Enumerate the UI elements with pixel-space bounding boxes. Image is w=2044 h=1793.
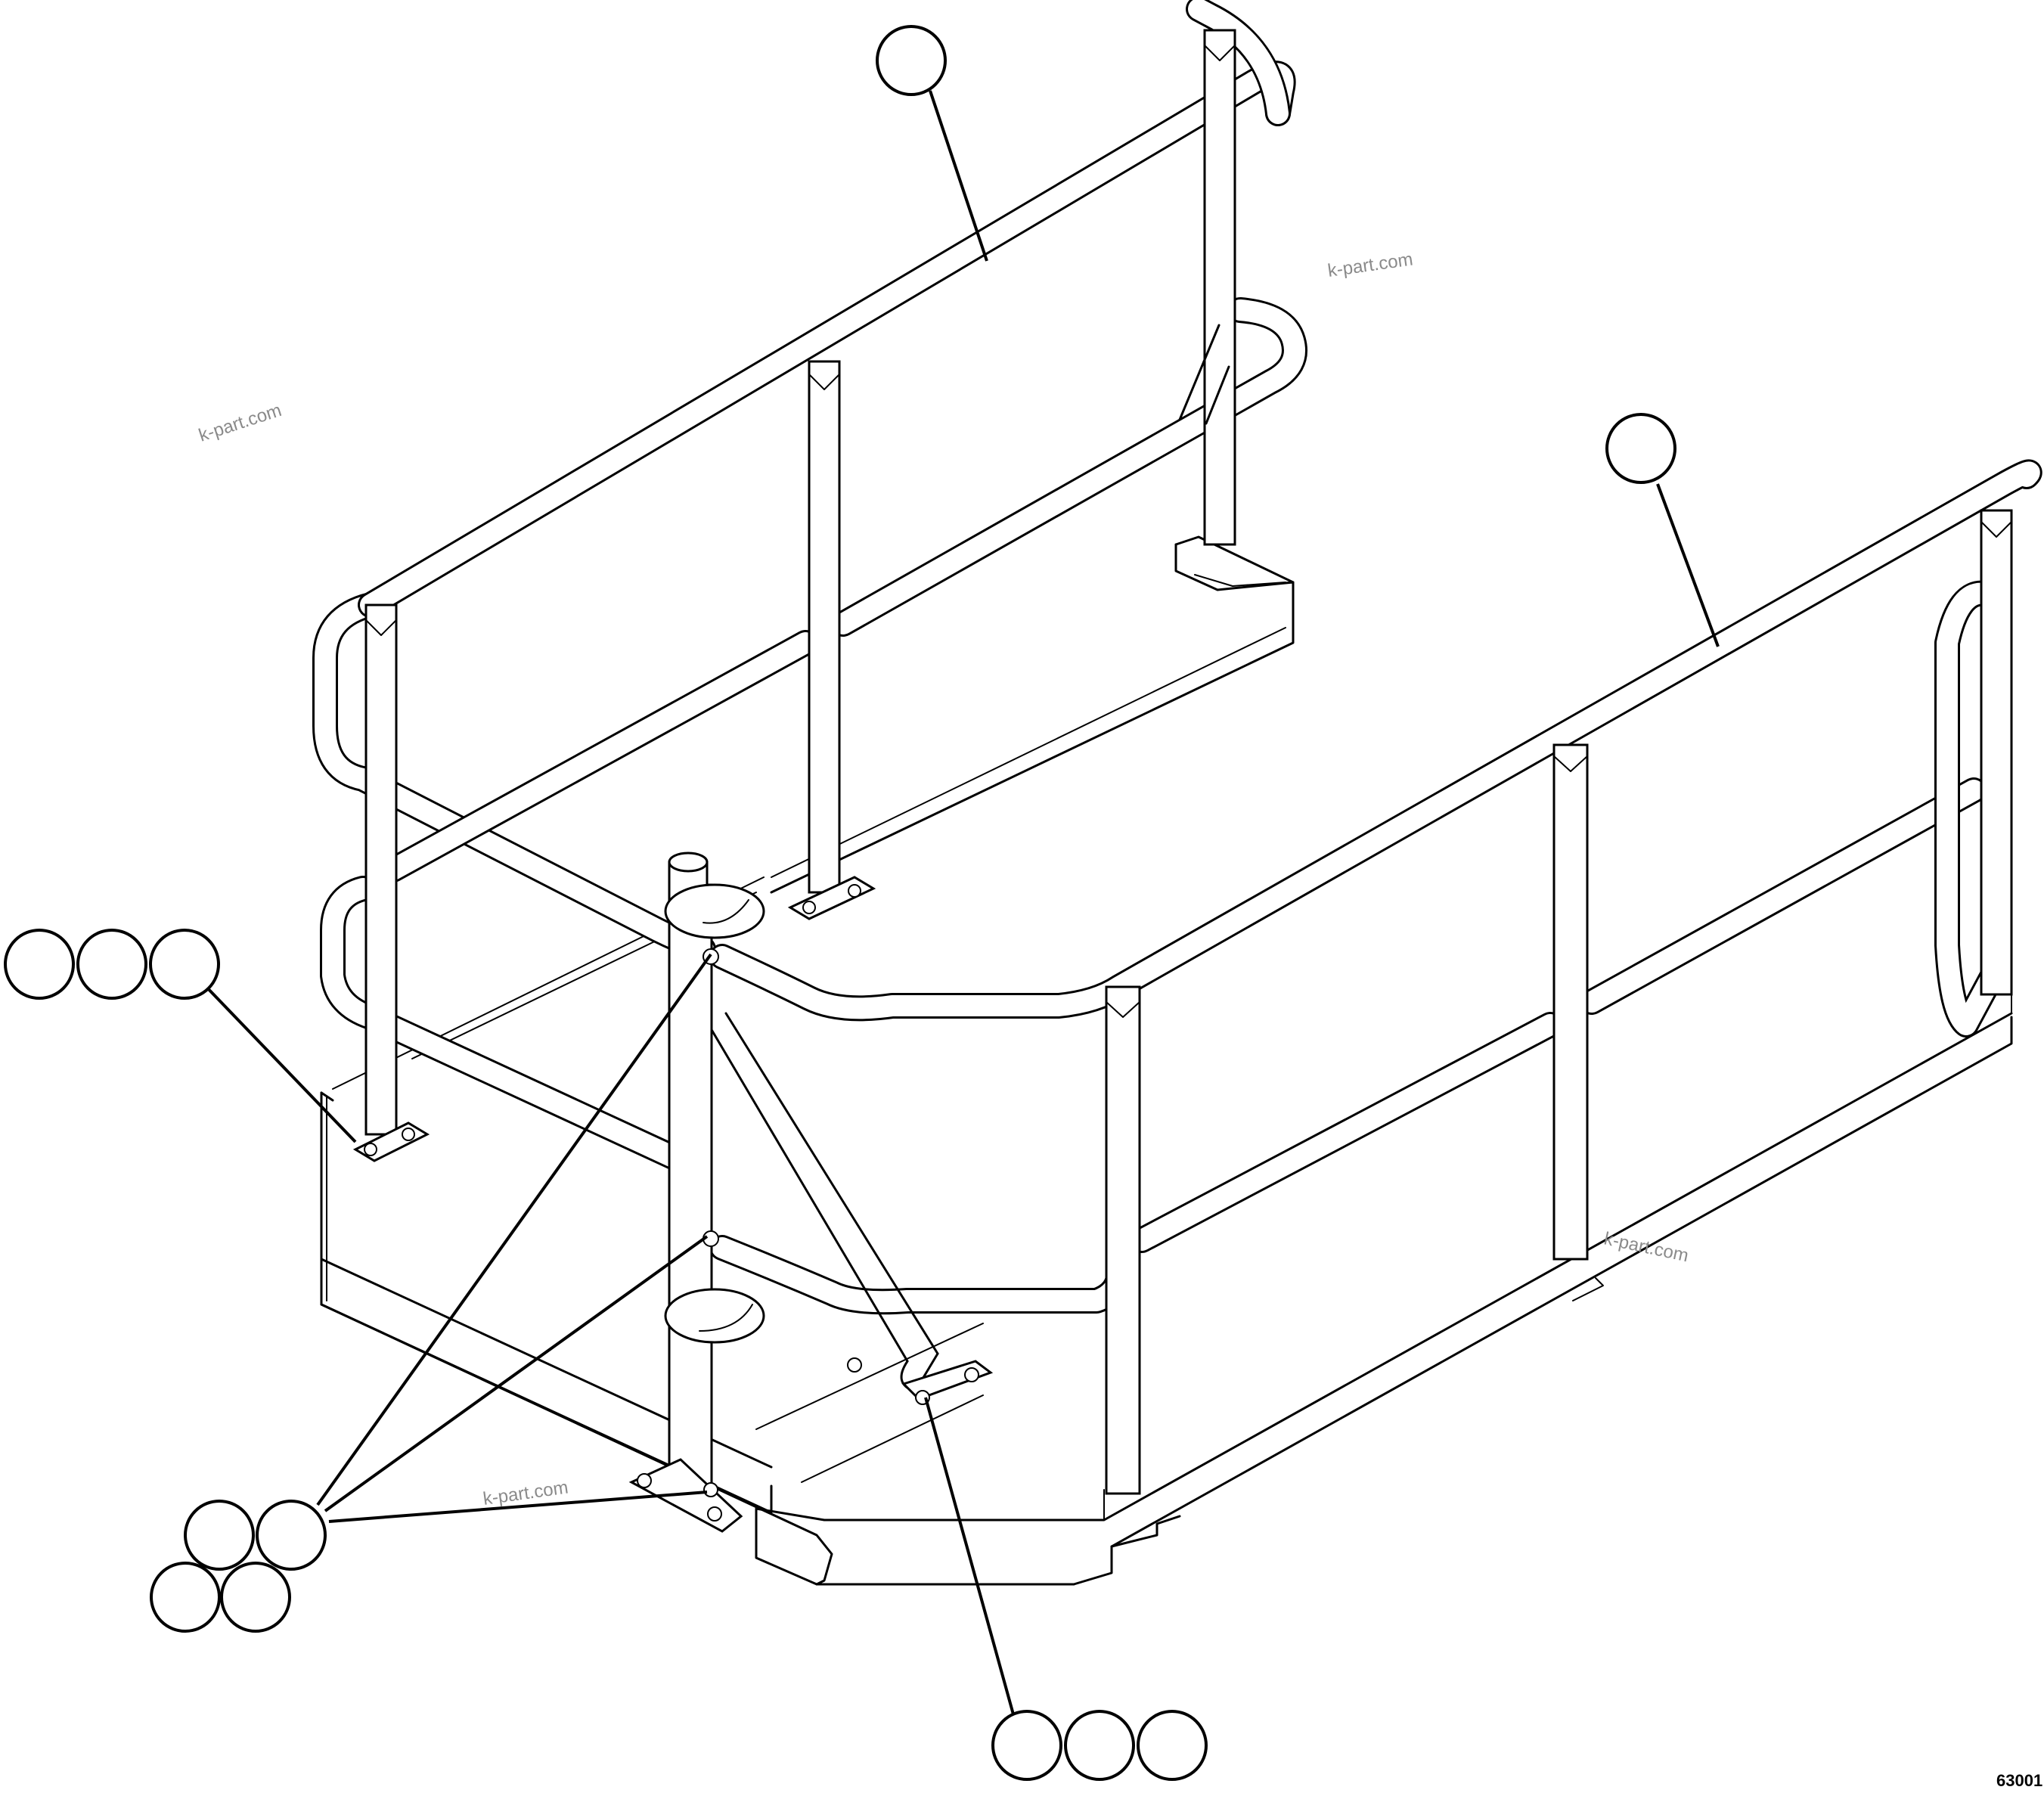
upper-handrail	[312, 0, 1307, 1170]
item-balloon	[1137, 1710, 1208, 1781]
gate-post	[628, 852, 994, 1533]
balloon-group-gate-hinges	[150, 1500, 327, 1633]
item-balloon	[991, 1710, 1062, 1781]
item-balloon	[149, 929, 220, 1000]
item-balloon	[184, 1500, 255, 1571]
item-balloon	[1605, 413, 1676, 484]
balloon-group-left-post-bolts	[4, 929, 220, 1000]
item-balloon	[876, 25, 947, 96]
watermark: k-part.com	[1602, 1228, 1690, 1266]
balloon-group-right-handrail	[1605, 413, 1676, 484]
item-balloon	[150, 1562, 221, 1633]
item-balloon	[220, 1562, 291, 1633]
item-balloon	[256, 1500, 327, 1571]
item-balloon	[76, 929, 147, 1000]
balloon-group-base-plate-bolts	[991, 1710, 1208, 1781]
item-balloon	[1064, 1710, 1135, 1781]
balloon-group-top-handrail	[876, 25, 947, 96]
watermark: k-part.com	[197, 400, 284, 446]
right-handrail	[709, 459, 2042, 1495]
watermark: k-part.com	[1326, 249, 1414, 281]
drawing-number: 63001	[1996, 1771, 2042, 1790]
platform-base	[320, 535, 2013, 1586]
leader-lines	[201, 90, 1720, 1729]
item-balloon	[4, 929, 75, 1000]
